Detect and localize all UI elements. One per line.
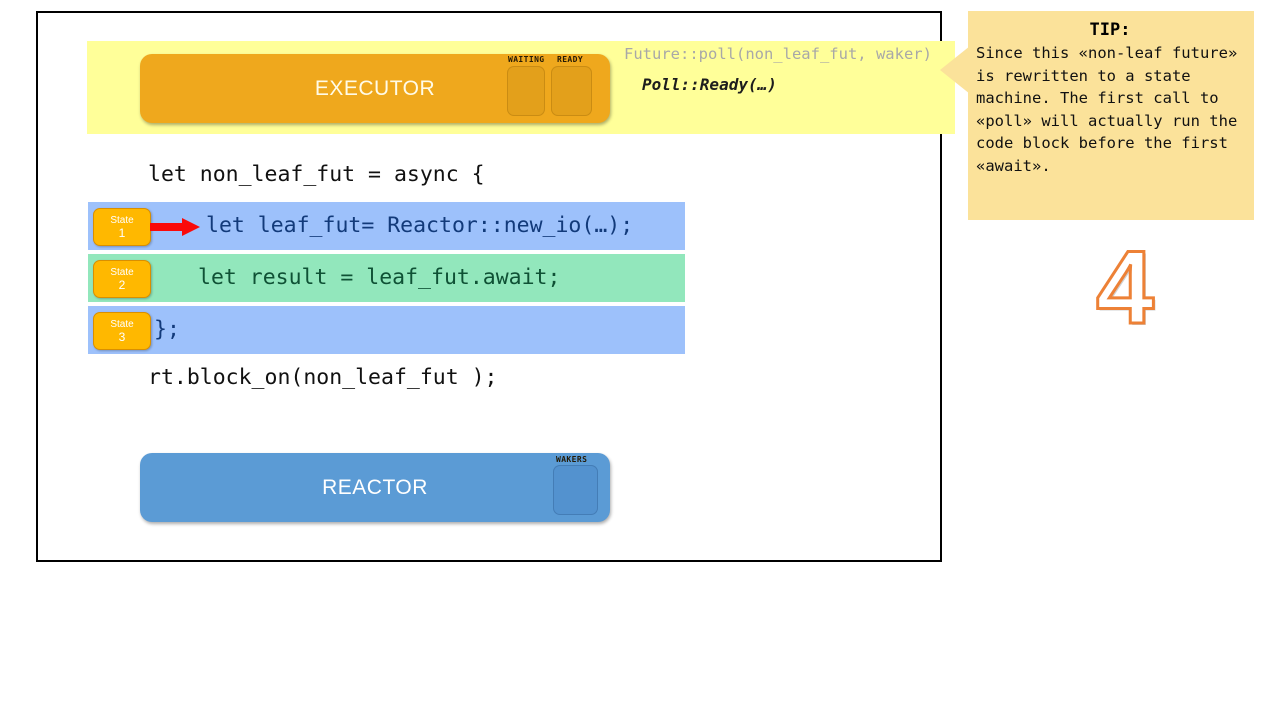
executor-waiting-slot[interactable] <box>507 66 545 116</box>
state-badge-word: State <box>110 266 134 278</box>
executor-label: EXECUTOR <box>314 76 436 100</box>
state-badge-3[interactable]: State 3 <box>93 312 151 350</box>
poll-result-annotation: Poll::Ready(…) <box>642 75 777 94</box>
executor-ready-caption: READY <box>557 55 584 64</box>
state-badge-number: 2 <box>118 277 126 292</box>
code-text-state-3: }; <box>154 317 180 342</box>
code-line-last: rt.block_on(non_leaf_fut ); <box>148 365 498 390</box>
executor-waiting-caption: WAITING <box>508 55 545 64</box>
code-band-state-3: State 3 }; <box>88 306 685 354</box>
state-badge-1[interactable]: State 1 <box>93 208 151 246</box>
reactor-wakers-slot[interactable] <box>553 465 598 515</box>
step-number: 4 <box>1095 230 1156 346</box>
tip-callout-tail-icon <box>940 46 970 94</box>
code-text-state-2: let result = leaf_fut.await; <box>198 265 561 290</box>
code-line-first: let non_leaf_fut = async { <box>148 162 485 187</box>
tip-callout: TIP: Since this «non-leaf future» is rew… <box>968 11 1254 220</box>
state-badge-word: State <box>110 318 134 330</box>
reactor-label: REACTOR <box>322 475 428 499</box>
reactor-wakers-caption: WAKERS <box>556 455 588 464</box>
tip-body: Since this «non-leaf future» is rewritte… <box>976 44 1238 175</box>
code-text-state-1: let leaf_fut= Reactor::new_io(…); <box>206 213 634 238</box>
slide-frame: EXECUTOR WAITING READY Future::poll(non_… <box>36 11 955 562</box>
state-badge-2[interactable]: State 2 <box>93 260 151 298</box>
code-band-state-1: State 1 let leaf_fut= Reactor::new_io(…)… <box>88 202 685 250</box>
state-badge-number: 1 <box>118 225 126 240</box>
code-band-state-2: State 2 let result = leaf_fut.await; <box>88 254 685 302</box>
tip-title: TIP: <box>1089 20 1131 40</box>
state-badge-word: State <box>110 214 134 226</box>
red-arrow-icon <box>150 218 200 236</box>
state-badge-number: 3 <box>118 329 126 344</box>
poll-call-annotation: Future::poll(non_leaf_fut, waker) <box>624 45 932 63</box>
executor-ready-slot[interactable] <box>551 66 592 116</box>
reactor-box[interactable]: REACTOR <box>140 453 610 522</box>
